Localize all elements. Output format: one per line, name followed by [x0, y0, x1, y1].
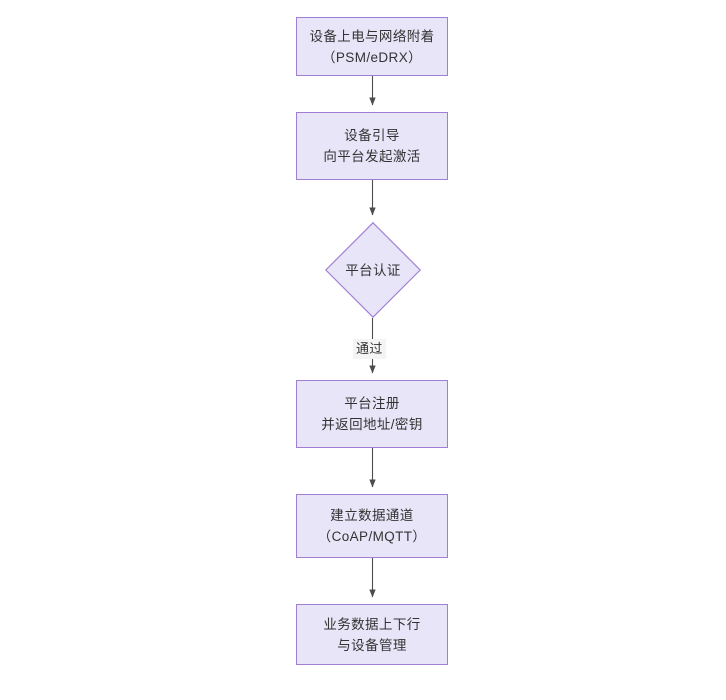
node-business-data-and-device-management[interactable]: 业务数据上下行 与设备管理 — [296, 604, 448, 665]
node-label-line: 设备上电与网络附着 — [309, 28, 435, 44]
node-establish-data-channel[interactable]: 建立数据通道 （CoAP/MQTT） — [296, 494, 448, 558]
node-device-power-on[interactable]: 设备上电与网络附着 （PSM/eDRX） — [296, 17, 448, 76]
node-label-line: 与设备管理 — [337, 637, 407, 653]
node-label-line: 设备引导 — [344, 128, 400, 143]
diamond-shape-icon — [325, 222, 421, 318]
node-label-line: 业务数据上下行 — [323, 616, 421, 632]
node-label-line: 向平台发起激活 — [323, 149, 421, 164]
node-label-line: 平台认证 — [345, 262, 401, 278]
edge-label-pass: 通过 — [353, 339, 386, 359]
node-platform-registration[interactable]: 平台注册 并返回地址/密钥 — [296, 380, 448, 448]
node-label-line: （PSM/eDRX） — [321, 49, 423, 65]
node-device-bootstrap[interactable]: 设备引导 向平台发起激活 — [296, 112, 448, 180]
node-label-line: （CoAP/MQTT） — [317, 529, 427, 544]
node-platform-authentication[interactable]: 平台认证 — [325, 222, 421, 318]
node-label-line: 建立数据通道 — [330, 508, 414, 523]
node-label-line: 并返回地址/密钥 — [321, 417, 423, 432]
node-label-line: 平台注册 — [344, 396, 400, 411]
